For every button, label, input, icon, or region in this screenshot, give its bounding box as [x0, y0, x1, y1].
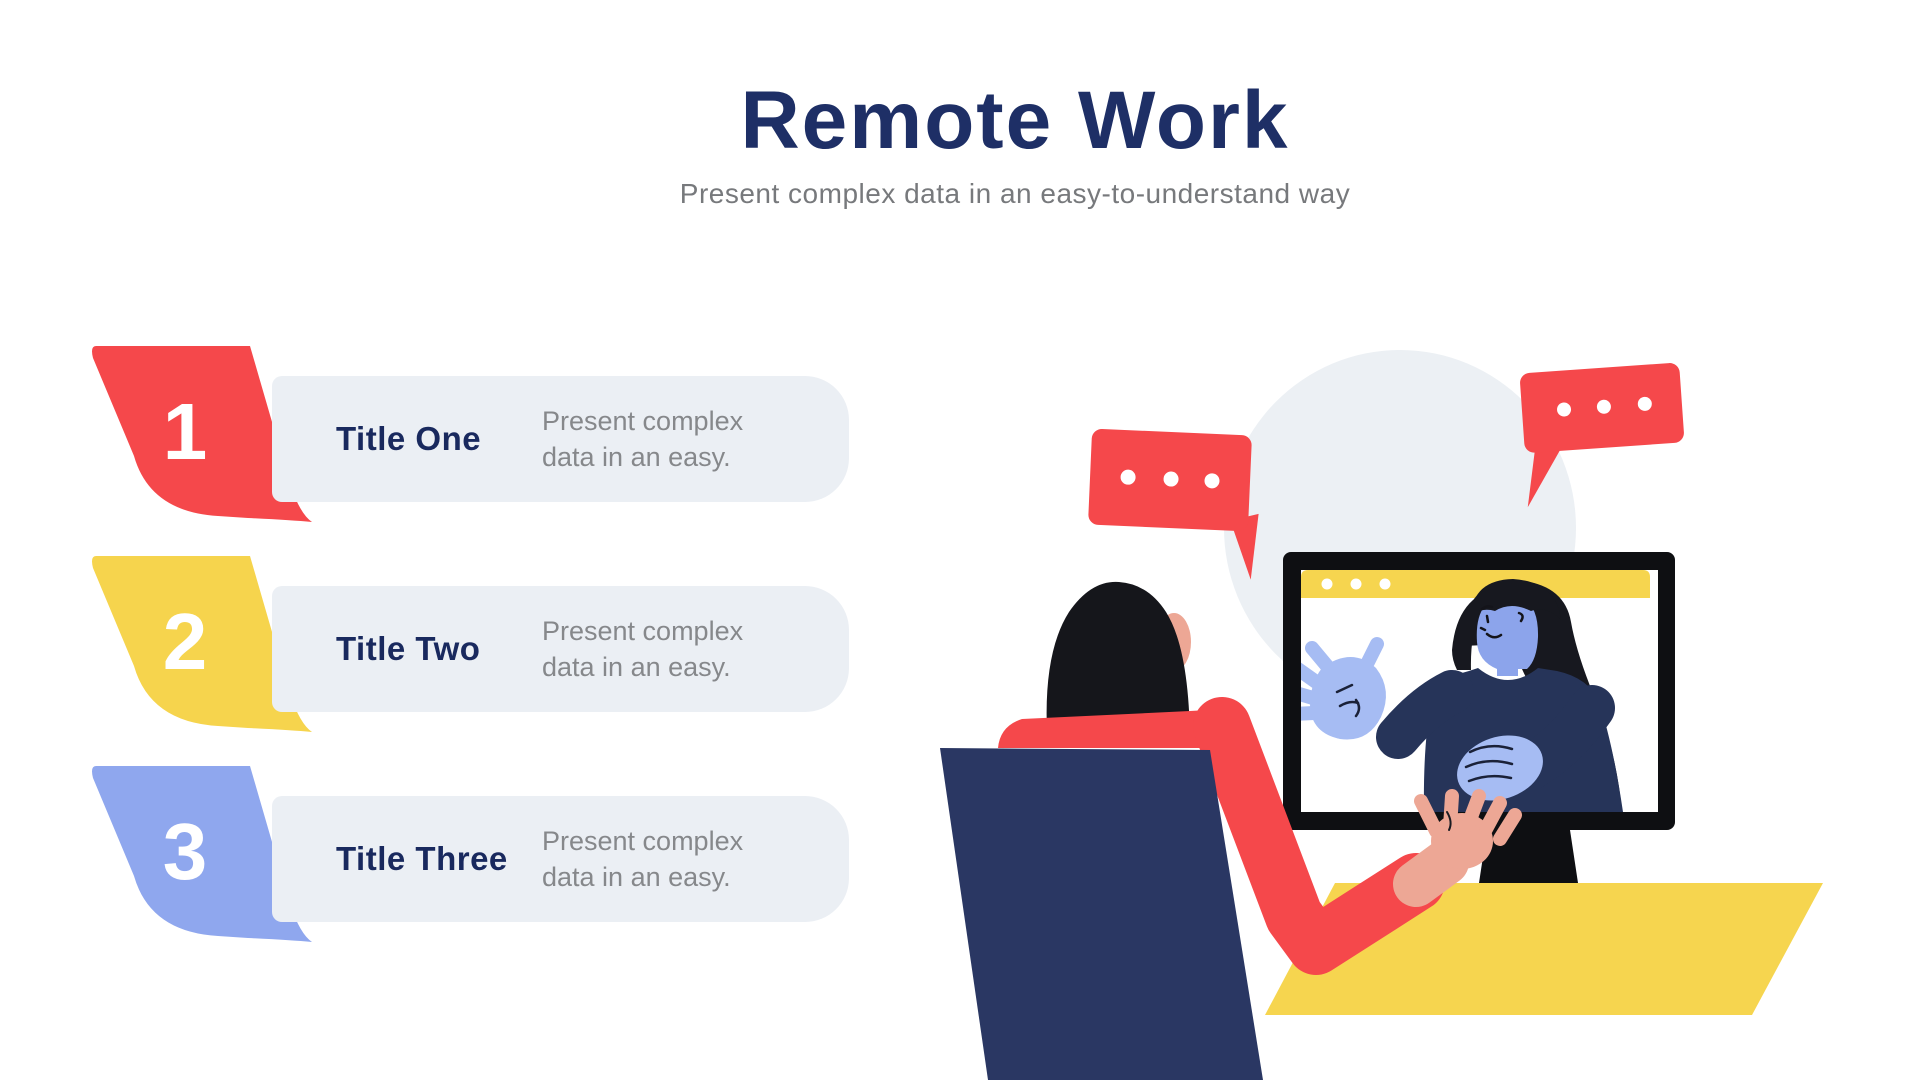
resting-hand — [1457, 735, 1543, 801]
item-title: Title Two — [336, 630, 481, 667]
item-card: Title Three Present complex data in an e… — [272, 796, 849, 922]
hand-on-desk — [1393, 789, 1522, 907]
red-sleeve-arm — [1193, 697, 1445, 975]
header: Remote Work Present complex data in an e… — [400, 75, 1630, 210]
item-description: Present complex data in an easy. — [542, 826, 744, 892]
item-description: Present complex data in an easy. — [542, 616, 744, 682]
browser-bar — [1301, 570, 1650, 598]
shoulders — [998, 710, 1247, 748]
woman-on-screen — [1301, 579, 1623, 812]
item-card: Title Two Present complex data in an eas… — [272, 586, 849, 712]
list-item-2: 2 Title Two Present complex data in an e… — [80, 556, 880, 741]
chair-back — [940, 748, 1263, 1080]
item-card: Title One Present complex data in an eas… — [272, 376, 849, 502]
number-tab-ribbon-icon — [92, 766, 312, 942]
speech-bubble-right-icon — [1520, 363, 1684, 508]
item-description: Present complex data in an easy. — [542, 406, 744, 472]
item-title: Title One — [336, 420, 482, 457]
waving-hand — [1301, 637, 1386, 740]
list-item-1: 1 Title One Present complex data in an e… — [80, 346, 880, 531]
face-features — [1479, 605, 1524, 639]
page-subtitle: Present complex data in an easy-to-under… — [679, 178, 1351, 210]
item-number: 3 — [162, 807, 208, 896]
foreground-woman — [940, 581, 1522, 1080]
item-number: 2 — [162, 597, 208, 686]
page-title: Remote Work — [740, 75, 1290, 166]
item-title: Title Three — [336, 840, 508, 877]
list-item-3: 3 Title Three Present complex data in an… — [80, 766, 880, 951]
video-call-illustration — [940, 350, 1823, 1080]
number-tab-ribbon-icon — [92, 346, 312, 522]
speech-bubble-left-icon — [1088, 428, 1259, 580]
item-number: 1 — [162, 387, 208, 476]
number-tab-ribbon-icon — [92, 556, 312, 732]
hair — [1046, 581, 1190, 748]
